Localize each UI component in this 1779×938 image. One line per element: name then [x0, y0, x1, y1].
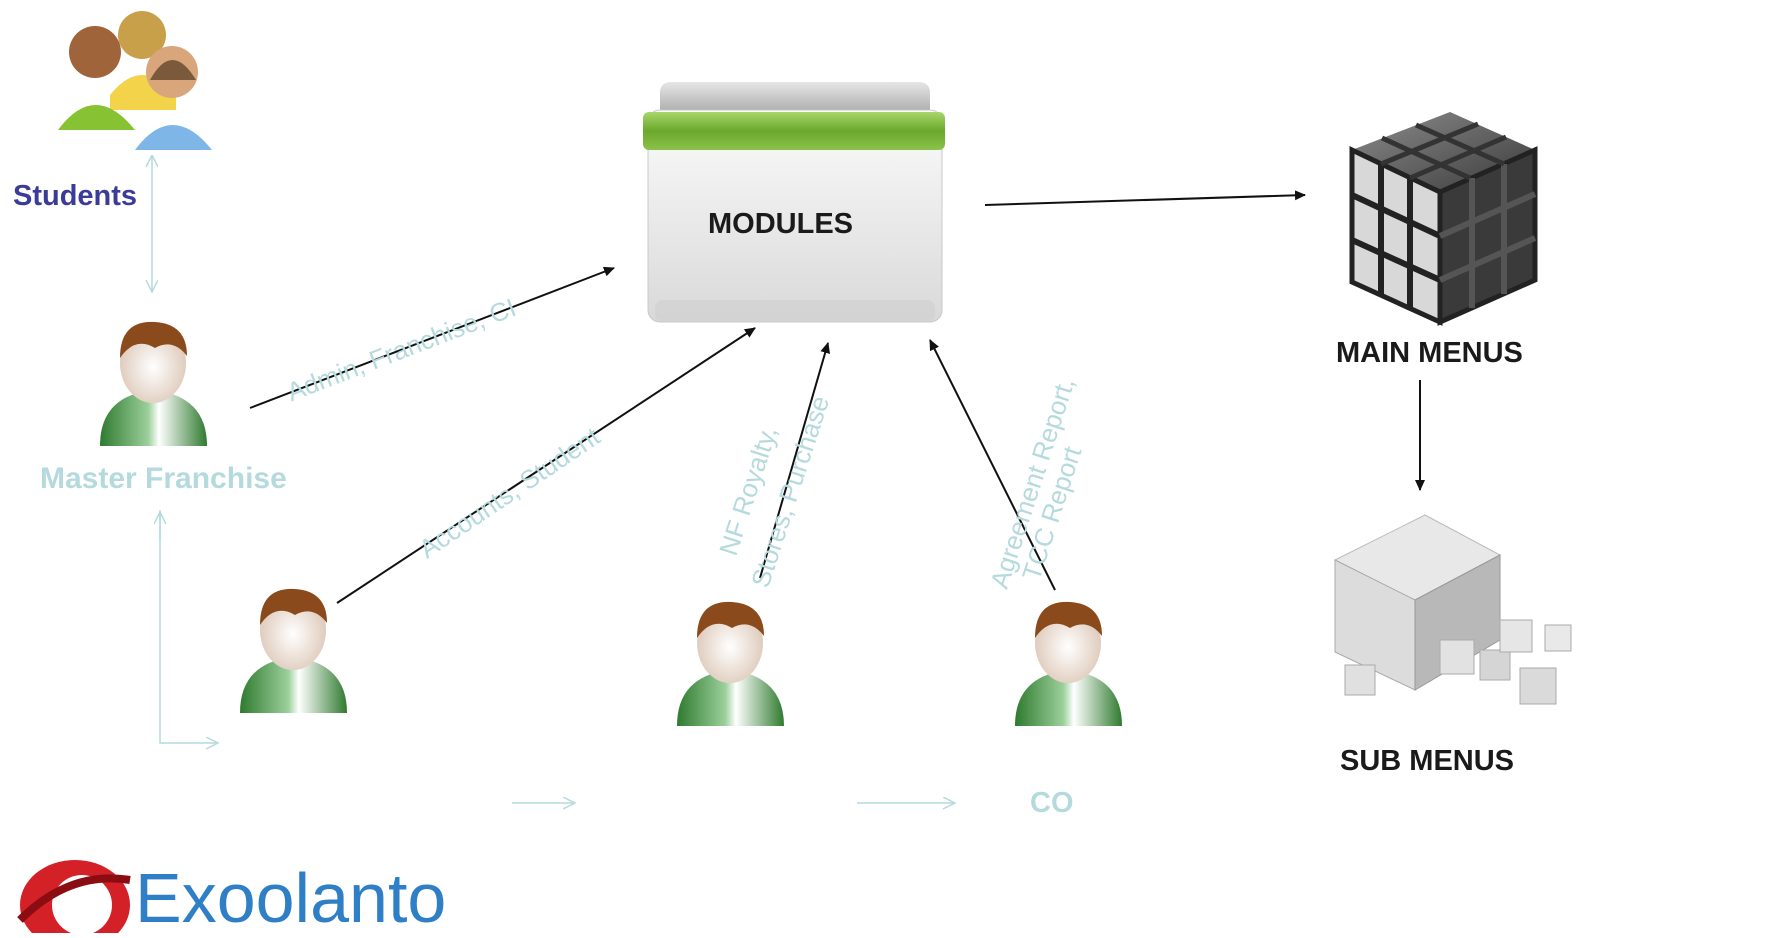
arrow-master-to-modules [249, 266, 615, 409]
arrow-royalty-to-modules [759, 342, 831, 579]
arrow-modules-to-main-menus [984, 190, 1306, 206]
logo-swoosh-icon [17, 860, 131, 933]
person-icon-royalty [677, 601, 784, 726]
arrow-accounts-to-modules [336, 327, 756, 604]
person-icon-accounts [240, 588, 347, 713]
person-icon-co [1015, 601, 1122, 726]
sub-menus-label: SUB MENUS [1340, 745, 1515, 777]
modules-folder-icon [643, 82, 945, 323]
main-menus-label: MAIN MENUS [1336, 337, 1523, 369]
students-group-icon [58, 11, 212, 150]
sub-menus-blocks-icon [1333, 514, 1572, 705]
arrow-master-branch [159, 510, 218, 743]
master-franchise-person-icon [100, 321, 207, 446]
co-label: CO [1030, 787, 1074, 819]
logo-text: Exoolanto [135, 859, 447, 937]
master-franchise-label: Master Franchise [40, 462, 287, 495]
arrow-co-to-modules [929, 339, 1056, 591]
main-menus-cube-icon [1349, 112, 1538, 326]
students-label: Students [13, 180, 138, 212]
modules-label: MODULES [708, 208, 853, 240]
